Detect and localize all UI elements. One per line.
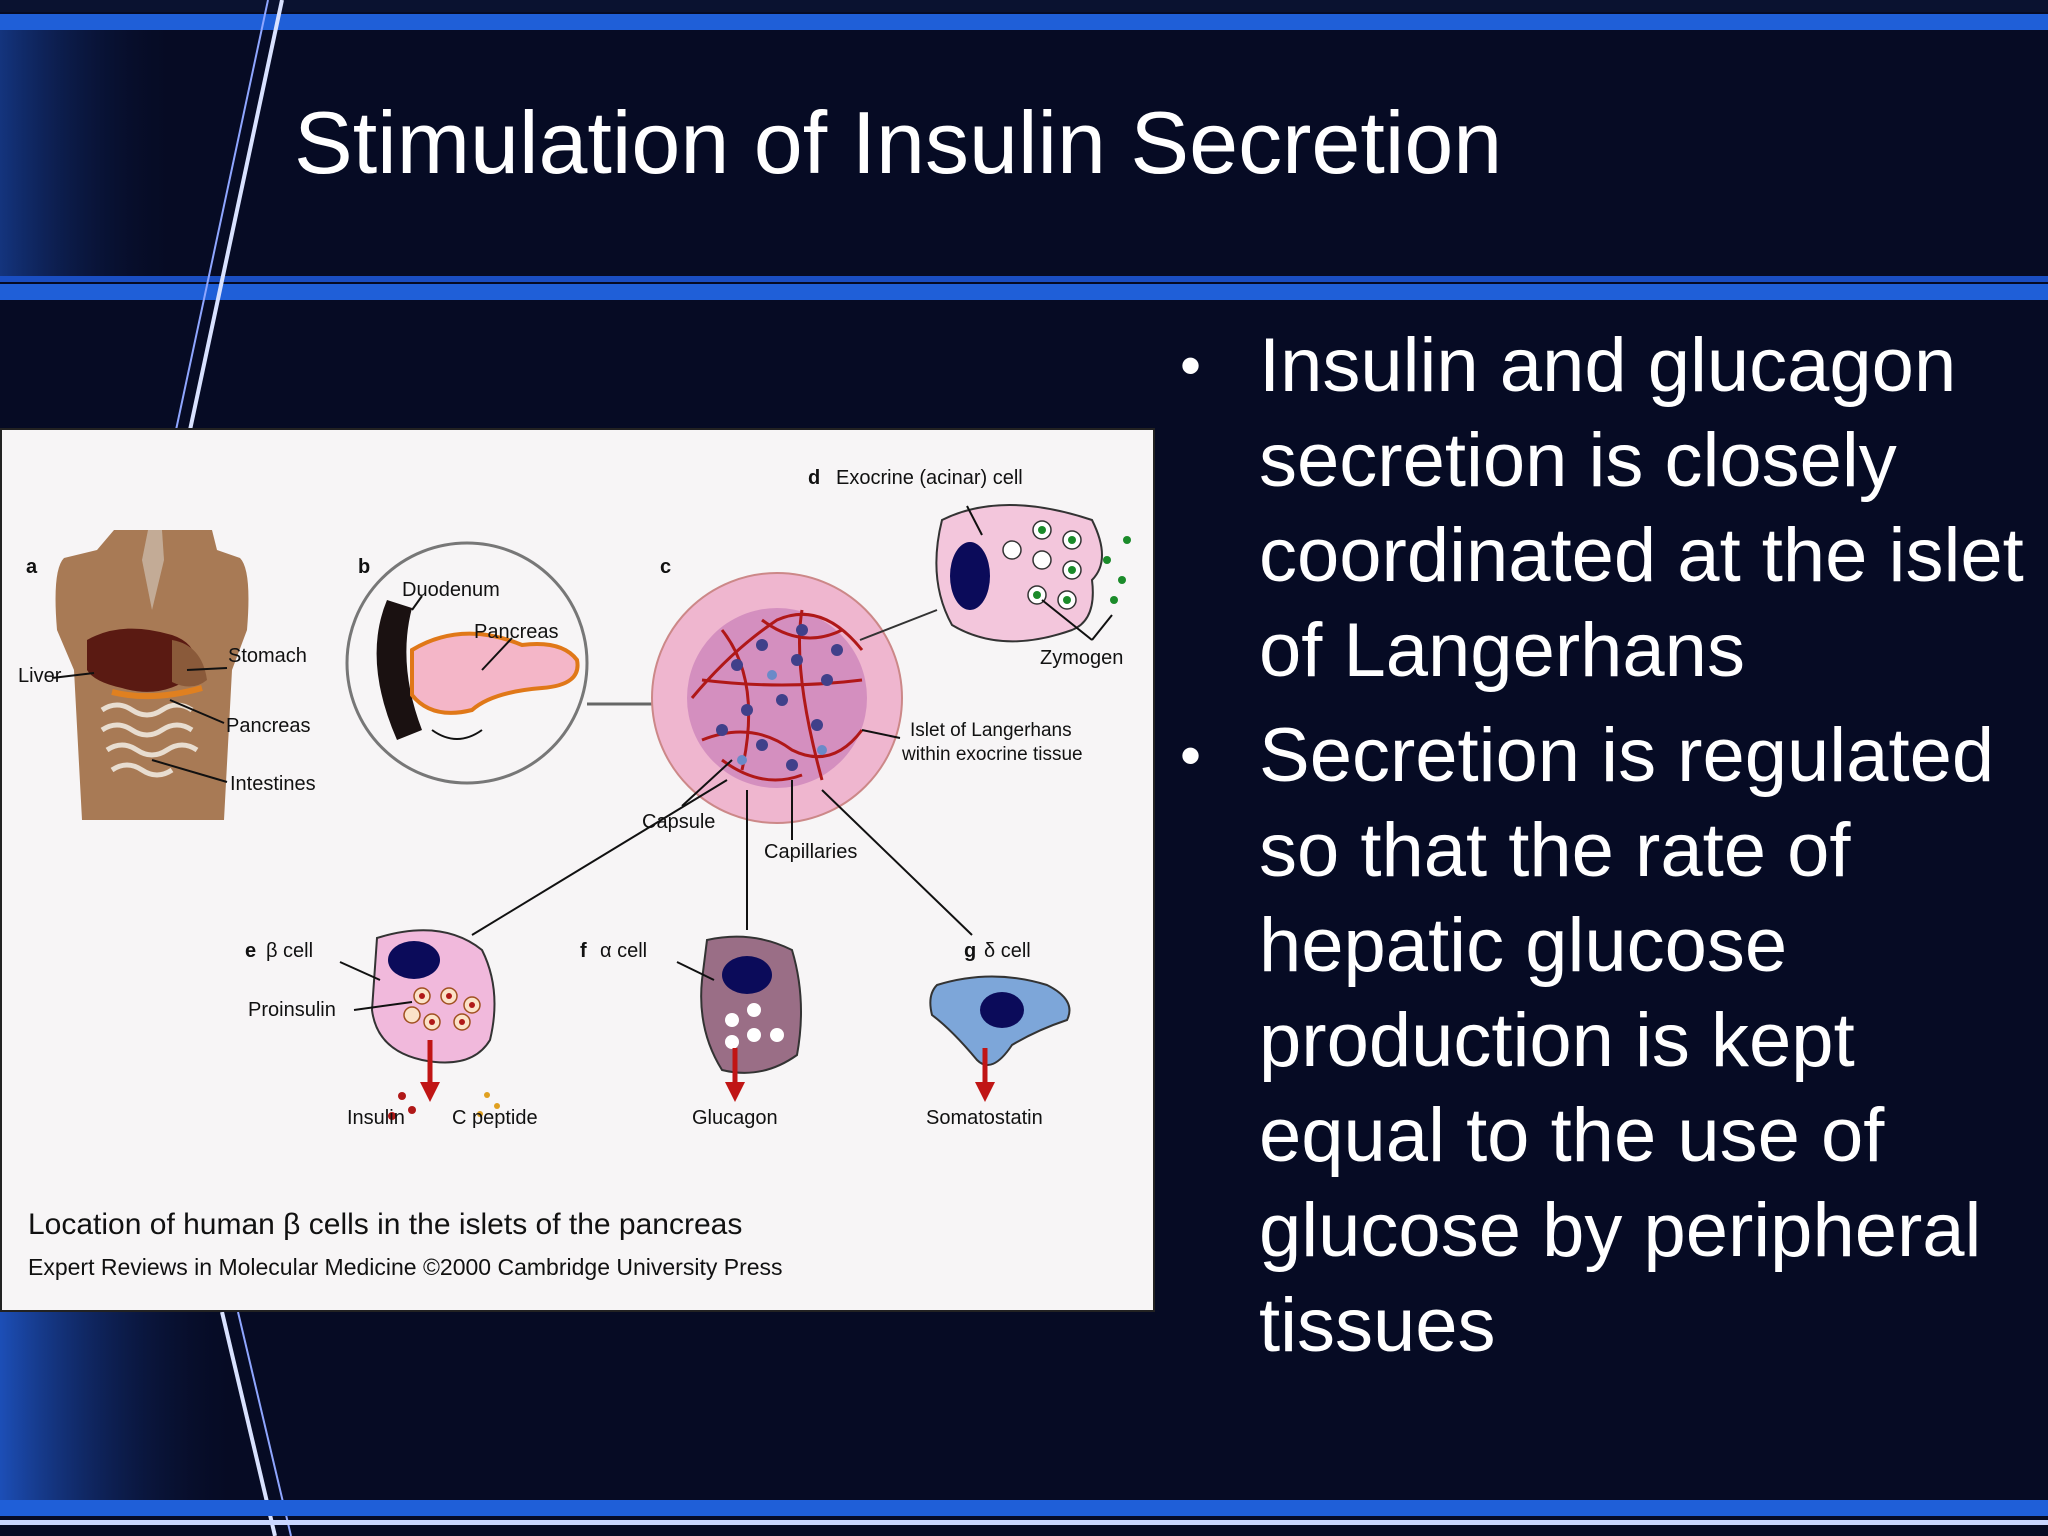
label-duodenum: Duodenum (402, 579, 500, 601)
label-pancreas-a: Pancreas (226, 715, 311, 737)
label-glucagon: Glucagon (692, 1107, 778, 1129)
torso-illustration (55, 530, 249, 820)
header-divider-thin (0, 276, 2048, 282)
top-band-dark (0, 0, 2048, 12)
header-divider-blue (0, 284, 2048, 300)
label-islet-line2: within exocrine tissue (901, 744, 1083, 765)
label-liver: Liver (18, 665, 62, 687)
label-islet-line1: Islet of Langerhans (910, 720, 1072, 741)
bullet-glyph: • (1180, 722, 1202, 789)
bullet-list: • Insulin and glucagon secretion is clos… (1172, 318, 2032, 1383)
label-exocrine-cell: Exocrine (acinar) cell (836, 467, 1023, 489)
bottom-band-blue (0, 1500, 2048, 1516)
label-pancreas-b: Pancreas (474, 621, 559, 643)
figure-caption: Location of human β cells in the islets … (28, 1208, 743, 1241)
pancreas-islet-figure: a b c d e f g Liver Stomach Pancreas (0, 428, 1155, 1312)
bullet-item: • Secretion is regulated so that the rat… (1172, 708, 2032, 1373)
label-delta-cell: δ cell (984, 940, 1031, 962)
panel-label-e: e (245, 940, 256, 962)
slide-title: Stimulation of Insulin Secretion (294, 93, 1503, 192)
label-beta-cell: β cell (266, 940, 313, 962)
panel-label-d: d (808, 467, 820, 489)
label-intestines: Intestines (230, 773, 316, 795)
label-stomach: Stomach (228, 645, 307, 667)
label-insulin: Insulin (347, 1107, 405, 1129)
label-c-peptide: C peptide (452, 1107, 538, 1129)
islet-of-langerhans (651, 572, 903, 824)
bullet-text: Insulin and glucagon secretion is closel… (1259, 323, 2024, 693)
panel-label-g: g (964, 940, 976, 962)
pancreas-shape (111, 685, 203, 700)
intestines-shape (100, 702, 199, 778)
label-proinsulin: Proinsulin (248, 999, 336, 1021)
bullet-glyph: • (1180, 332, 1202, 399)
bottom-band-light (0, 1520, 2048, 1525)
panel-label-b: b (358, 556, 370, 578)
figure-credit: Expert Reviews in Molecular Medicine ©20… (28, 1254, 783, 1280)
figure-diagram: a b c d e f g Liver Stomach Pancreas (18, 467, 1131, 1129)
label-zymogen: Zymogen (1040, 647, 1123, 669)
capillaries-network (690, 609, 864, 782)
label-alpha-cell: α cell (600, 940, 647, 962)
top-band-blue (0, 14, 2048, 30)
panel-label-c: c (660, 556, 671, 578)
panel-label-a: a (26, 556, 38, 578)
decorative-line (188, 0, 284, 431)
pancreas-b-shape (410, 631, 580, 715)
label-capillaries: Capillaries (764, 841, 857, 863)
panel-label-f: f (580, 940, 587, 962)
label-somatostatin: Somatostatin (926, 1107, 1043, 1129)
bullet-item: • Insulin and glucagon secretion is clos… (1172, 318, 2032, 698)
liver-shape (87, 628, 196, 692)
bullet-text: Secretion is regulated so that the rate … (1259, 713, 1995, 1368)
label-capsule: Capsule (642, 811, 715, 833)
